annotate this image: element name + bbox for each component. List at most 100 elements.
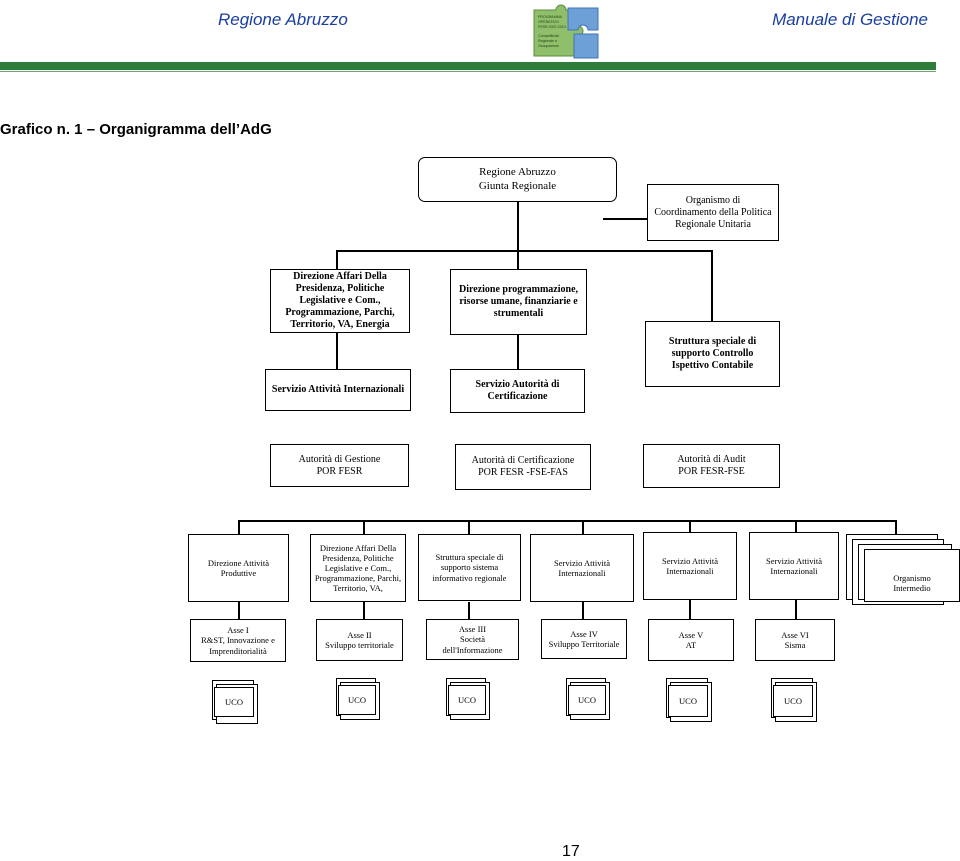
connector [895, 520, 897, 534]
connector [689, 600, 691, 619]
program-logo: PROGRAMMA OPERATIVO FESR 2007-2013 Compe… [533, 4, 599, 59]
connector [689, 520, 691, 534]
row4-label: Direzione Attività Produttive [207, 557, 270, 578]
connector [238, 602, 240, 619]
logo-line-2: OPERATIVO [538, 20, 559, 24]
asse-line: Imprenditorialità [209, 645, 267, 656]
asse-line: Asse V [678, 629, 704, 640]
connector [582, 520, 584, 534]
uco-label: UCO [225, 696, 243, 707]
page-number: 17 [562, 843, 580, 860]
direzione-programmazione-box: Direzione programmazione, risorse umane,… [450, 269, 587, 335]
connector [238, 520, 240, 534]
connector [336, 250, 712, 252]
logo-line-1: PROGRAMMA [538, 15, 563, 19]
logo-line-5: Regionale e [538, 39, 557, 43]
servizio-certificazione-box: Servizio Autorità di Certificazione [450, 369, 585, 413]
uco-label: UCO [578, 694, 596, 705]
connector [363, 520, 365, 534]
header-band-line [0, 71, 936, 72]
organismo-line2: Intermedio [893, 582, 931, 593]
asse-line: Sviluppo Territoriale [548, 639, 620, 649]
servizio-internazionali-box: Servizio Attività Internazionali [265, 369, 411, 411]
uco-label: UCO [784, 695, 802, 706]
asse-line: Sisma [784, 640, 806, 650]
connector [517, 335, 519, 369]
uco-box-1: UCO [214, 687, 254, 717]
row4-label: Struttura speciale di supporto sistema i… [432, 552, 507, 583]
direzione-affari-box: Direzione Affari Della Presidenza, Polit… [270, 269, 410, 333]
connector [603, 218, 649, 220]
connector [468, 602, 470, 619]
direzione-programmazione-label: Direzione programmazione, risorse umane,… [458, 284, 579, 319]
connector [517, 202, 519, 251]
row4-label: Direzione Affari Della Presidenza, Polit… [314, 542, 402, 594]
connector [795, 520, 797, 534]
organismo-line1: Organismo [893, 572, 931, 583]
servizio-internazionali-row4-box-1: Servizio Attività Internazionali [530, 534, 634, 602]
adc-line2: POR FESR -FSE-FAS [478, 467, 568, 478]
uco-label: UCO [348, 694, 366, 705]
direzione-affari-label: Direzione Affari Della Presidenza, Polit… [285, 271, 395, 330]
row4-label: Servizio Attività Internazionali [662, 555, 718, 576]
connector [795, 600, 797, 619]
adg-line2: POR FESR [316, 465, 363, 477]
uco-box-4: UCO [568, 685, 606, 715]
connector [336, 333, 338, 369]
direzione-attivita-produttive-box: Direzione Attività Produttive [188, 534, 289, 602]
asse-line: Sviluppo territoriale [325, 640, 394, 650]
asse-line: Società [459, 634, 486, 645]
asse-line: Asse II [347, 629, 372, 640]
connector [336, 250, 338, 269]
header-region: Regione Abruzzo [218, 10, 348, 29]
uco-label: UCO [458, 694, 476, 705]
uco-label: UCO [679, 695, 697, 706]
connector [238, 520, 896, 522]
asse-line: Asse III [458, 624, 487, 635]
chart-title: Grafico n. 1 – Organigramma dell’AdG [0, 121, 272, 138]
direzione-affari-presidenza-box: Direzione Affari Della Presidenza, Polit… [310, 534, 406, 602]
uco-box-6: UCO [773, 685, 813, 717]
connector [363, 602, 365, 619]
asse-line: R&ST, Innovazione e [201, 635, 275, 646]
connector [517, 250, 519, 269]
header-band [0, 62, 936, 70]
row4-label: Servizio Attività Internazionali [766, 555, 822, 576]
regione-label: Regione Abruzzo [479, 166, 556, 179]
connector [582, 602, 584, 619]
uco-box-2: UCO [338, 685, 376, 715]
servizio-internazionali-row4-box-2: Servizio Attività Internazionali [643, 532, 737, 600]
servizio-internazionali-label: Servizio Attività Internazionali [271, 384, 405, 395]
asse-line: dell'Informazione [442, 644, 503, 655]
ada-line2: POR FESR-FSE [678, 466, 745, 477]
header-manual: Manuale di Gestione [772, 10, 928, 29]
connector [711, 250, 713, 321]
asse-line: AT [685, 640, 697, 650]
row4-label: Servizio Attività Internazionali [554, 557, 610, 578]
logo-line-4: Competitività [538, 34, 559, 38]
logo-line-6: Occupazione [538, 44, 559, 48]
asse-line: Asse VI [781, 629, 809, 640]
asse-line: Asse IV [570, 628, 598, 639]
coordination-body-label: Organismo di Coordinamento della Politic… [654, 194, 772, 230]
asse-line: Asse I [227, 625, 249, 636]
coordination-body-box: Organismo di Coordinamento della Politic… [647, 184, 779, 241]
connector [468, 520, 470, 534]
giunta-label: Giunta Regionale [478, 179, 557, 192]
uco-box-3: UCO [448, 685, 486, 715]
servizio-certificazione-label: Servizio Autorità di Certificazione [475, 379, 560, 402]
struttura-controllo-label: Struttura speciale di supporto Controllo… [668, 336, 757, 371]
servizio-internazionali-row4-box-3: Servizio Attività Internazionali [749, 532, 839, 600]
logo-line-3: FESR 2007-2013 [538, 25, 566, 29]
